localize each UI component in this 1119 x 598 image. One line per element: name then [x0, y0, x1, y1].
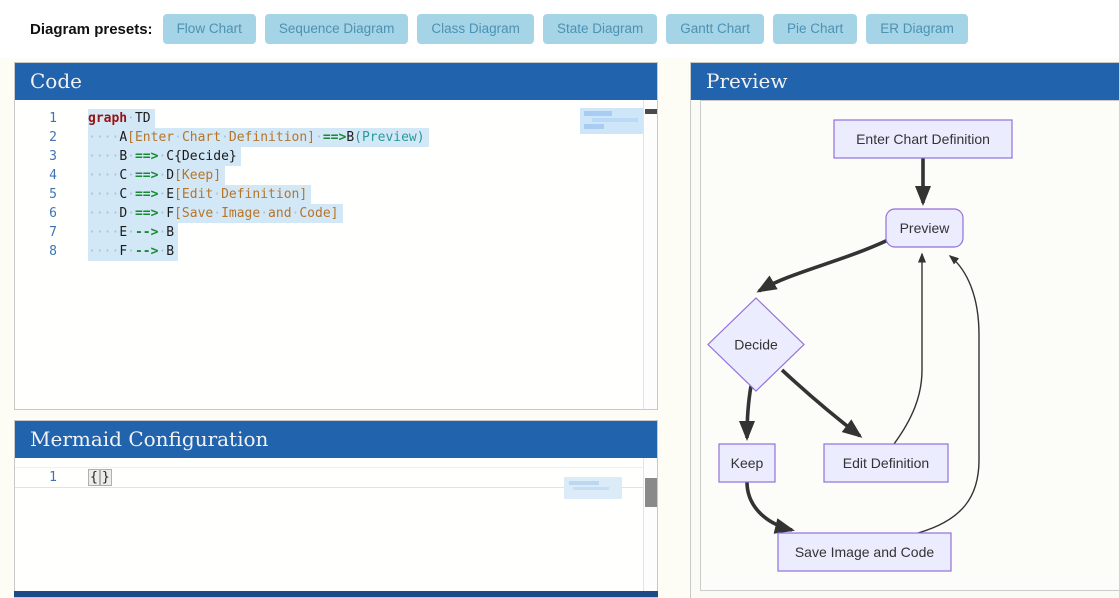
- config-editor-scrollbar-thumb[interactable]: [645, 478, 657, 507]
- mermaid-config-panel: Mermaid Configuration 1 {}: [14, 420, 658, 598]
- code-editor-minimap: [580, 108, 644, 134]
- line-number: 7: [49, 225, 57, 240]
- diagram-node-label-D: Keep: [731, 455, 764, 471]
- preset-toolbar: Diagram presets: Flow Chart Sequence Diag…: [0, 0, 1119, 58]
- diagram-edge-B-C: [756, 238, 889, 293]
- preset-button-gantt-chart[interactable]: Gantt Chart: [666, 14, 765, 44]
- preset-button-er-diagram[interactable]: ER Diagram: [866, 14, 968, 44]
- line-number: 8: [49, 244, 57, 259]
- line-content[interactable]: ····F·-->·B: [71, 242, 179, 261]
- line-number: 1: [49, 111, 57, 126]
- line-content[interactable]: ····A[Enter·Chart·Definition]·==>B(Previ…: [71, 128, 429, 147]
- config-panel-header: Mermaid Configuration: [15, 421, 657, 458]
- next-panel-header-edge: [14, 591, 658, 597]
- config-editor-scrollbar[interactable]: [643, 458, 657, 597]
- diagram-edge-E-B: [893, 252, 926, 445]
- line-number: 3: [49, 149, 57, 164]
- line-content[interactable]: graph·TD: [71, 109, 155, 128]
- code-panel-header: Code: [15, 63, 657, 100]
- code-editor-scrollbar[interactable]: [643, 100, 657, 409]
- line-content[interactable]: ····D·==>·F[Save·Image·and·Code]: [71, 204, 343, 223]
- preset-button-state-diagram[interactable]: State Diagram: [542, 14, 658, 44]
- editor-line-1[interactable]: 1 {}: [15, 467, 657, 488]
- line-number: 2: [49, 130, 57, 145]
- code-editor-scrollbar-thumb[interactable]: [645, 109, 657, 114]
- editor-line-4[interactable]: 4 ····C·==>·D[Keep]: [15, 166, 657, 185]
- diagram-node-A: Enter Chart Definition: [833, 119, 1013, 159]
- editor-line-8[interactable]: 8 ····F·-->·B: [15, 242, 657, 261]
- editor-line-6[interactable]: 6 ····D·==>·F[Save·Image·and·Code]: [15, 204, 657, 223]
- diagram-node-label-B: Preview: [900, 220, 951, 236]
- editor-line-3[interactable]: 3 ····B·==>·C{Decide}: [15, 147, 657, 166]
- editor-line-1[interactable]: 1 graph·TD: [15, 109, 657, 128]
- line-number: 6: [49, 206, 57, 221]
- editor-line-7[interactable]: 7 ····E·-->·B: [15, 223, 657, 242]
- editor-line-5[interactable]: 5 ····C·==>·E[Edit·Definition]: [15, 185, 657, 204]
- code-panel: Code 1 graph·TD 2 ····A[Enter·Chart·Definit…: [14, 62, 658, 410]
- line-content[interactable]: ····C·==>·D[Keep]: [71, 166, 226, 185]
- diagram-node-label-E: Edit Definition: [843, 455, 929, 471]
- preset-button-sequence-diagram[interactable]: Sequence Diagram: [264, 14, 409, 44]
- line-content[interactable]: ····B·==>·C{Decide}: [71, 147, 241, 166]
- line-number: 4: [49, 168, 57, 183]
- diagram-edge-F-B: [917, 255, 980, 534]
- diagram-node-D: Keep: [718, 443, 776, 483]
- diagram-edges: [739, 158, 980, 534]
- diagram-node-label-C: Decide: [734, 337, 778, 353]
- diagram-node-F: Save Image and Code: [777, 532, 952, 572]
- diagram-node-label-F: Save Image and Code: [795, 544, 935, 560]
- line-content[interactable]: ····E·-->·B: [71, 223, 179, 242]
- line-number: 1: [49, 470, 57, 485]
- code-editor[interactable]: 1 graph·TD 2 ····A[Enter·Chart·Definition]·…: [15, 100, 657, 409]
- preset-button-flow-chart[interactable]: Flow Chart: [162, 14, 256, 44]
- editor-line-2[interactable]: 2 ····A[Enter·Chart·Definition]·==>B(Prev…: [15, 128, 657, 147]
- diagram-node-E: Edit Definition: [823, 443, 949, 483]
- diagram-edge-D-F: [745, 481, 795, 534]
- preview-panel-header: Preview: [691, 63, 1119, 100]
- diagram-edge-C-E: [780, 368, 863, 438]
- line-content[interactable]: ····C·==>·E[Edit·Definition]: [71, 185, 312, 204]
- diagram-node-C: Decide: [707, 297, 805, 392]
- preset-buttons: Flow Chart Sequence Diagram Class Diagram S…: [162, 14, 977, 44]
- preset-button-class-diagram[interactable]: Class Diagram: [417, 14, 534, 44]
- line-content[interactable]: {}: [88, 469, 112, 486]
- line-number: 5: [49, 187, 57, 202]
- diagram-edge-C-D: [739, 385, 756, 441]
- diagram-node-B: Preview: [885, 208, 964, 248]
- diagram-node-label-A: Enter Chart Definition: [856, 131, 990, 147]
- config-editor-minimap: [564, 477, 622, 499]
- preset-button-pie-chart[interactable]: Pie Chart: [773, 14, 858, 44]
- presets-label: Diagram presets:: [30, 20, 153, 38]
- config-editor[interactable]: 1 {}: [15, 458, 657, 597]
